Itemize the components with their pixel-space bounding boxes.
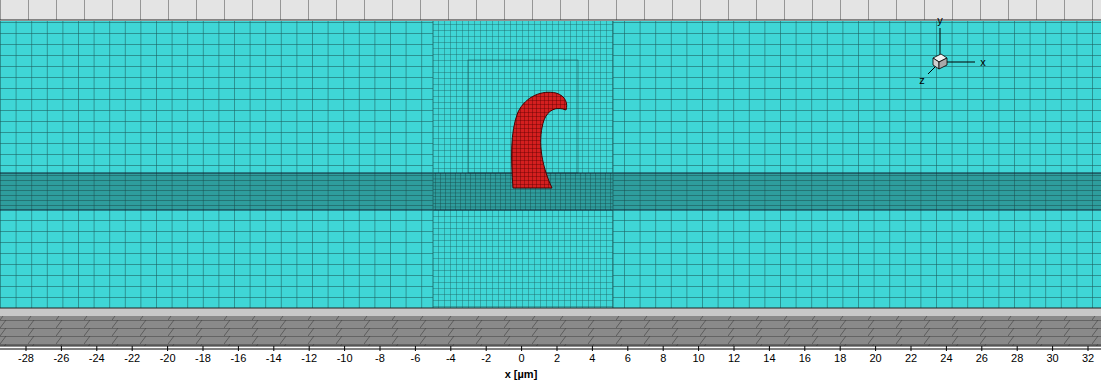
axis-tick [132, 346, 133, 351]
axis-tick [273, 346, 274, 351]
tick-label: -20 [160, 353, 176, 364]
tick-label: -28 [18, 353, 34, 364]
axis-tick [557, 346, 558, 351]
axis-tick [946, 346, 947, 351]
axis-tick [663, 346, 664, 351]
tick-label: 28 [1011, 353, 1023, 364]
axis-tick [203, 346, 204, 351]
tick-label: -2 [481, 353, 491, 364]
tick-label: 26 [976, 353, 988, 364]
axis-tick [592, 346, 593, 351]
tick-label: 16 [799, 353, 811, 364]
tick-label: 10 [692, 353, 704, 364]
axis-tick [1017, 346, 1018, 351]
axis-tick [698, 346, 699, 351]
tick-label: -6 [411, 353, 421, 364]
axis-tick [840, 346, 841, 351]
tick-label: 6 [625, 353, 631, 364]
tick-label: -8 [375, 353, 385, 364]
tick-label: -22 [124, 353, 140, 364]
axis-tick [486, 346, 487, 351]
tick-label: 14 [763, 353, 775, 364]
tick-label: -24 [89, 353, 105, 364]
axis-tick [450, 346, 451, 351]
axis-tick [309, 346, 310, 351]
axis-tick [26, 346, 27, 351]
tick-label: 12 [728, 353, 740, 364]
axis-tick [380, 346, 381, 351]
tick-label: -16 [230, 353, 246, 364]
axis-tick [238, 346, 239, 351]
axis-tick [627, 346, 628, 351]
tick-label: 22 [905, 353, 917, 364]
tick-label: -12 [301, 353, 317, 364]
axis-triad-label: z [919, 75, 925, 86]
axis-tick [344, 346, 345, 351]
tick-label: 30 [1046, 353, 1058, 364]
tick-label: 24 [940, 353, 952, 364]
axis-triad-label: y [937, 15, 943, 26]
tick-label: 2 [554, 353, 560, 364]
axis-tick [875, 346, 876, 351]
tick-label: -26 [53, 353, 69, 364]
axis-tick [911, 346, 912, 351]
tick-label: -10 [337, 353, 353, 364]
tick-label: 4 [589, 353, 595, 364]
tick-label: -4 [446, 353, 456, 364]
axis-tick [1052, 346, 1053, 351]
axis-tick [415, 346, 416, 351]
axis-tick [804, 346, 805, 351]
axis-tick [167, 346, 168, 351]
tick-label: -18 [195, 353, 211, 364]
tick-label: 0 [519, 353, 525, 364]
tick-label: 20 [869, 353, 881, 364]
tick-label: 18 [834, 353, 846, 364]
axis-tick [61, 346, 62, 351]
tick-label: -14 [266, 353, 282, 364]
axis-tick [521, 346, 522, 351]
axis-tick [769, 346, 770, 351]
axis-tick [734, 346, 735, 351]
axis-title: x [µm] [505, 369, 538, 380]
axis-tick [96, 346, 97, 351]
tick-label: 32 [1082, 353, 1094, 364]
axis-tick [1088, 346, 1089, 351]
tick-label: 8 [660, 353, 666, 364]
axis-tick [981, 346, 982, 351]
axis-triad-label: x [980, 57, 986, 68]
